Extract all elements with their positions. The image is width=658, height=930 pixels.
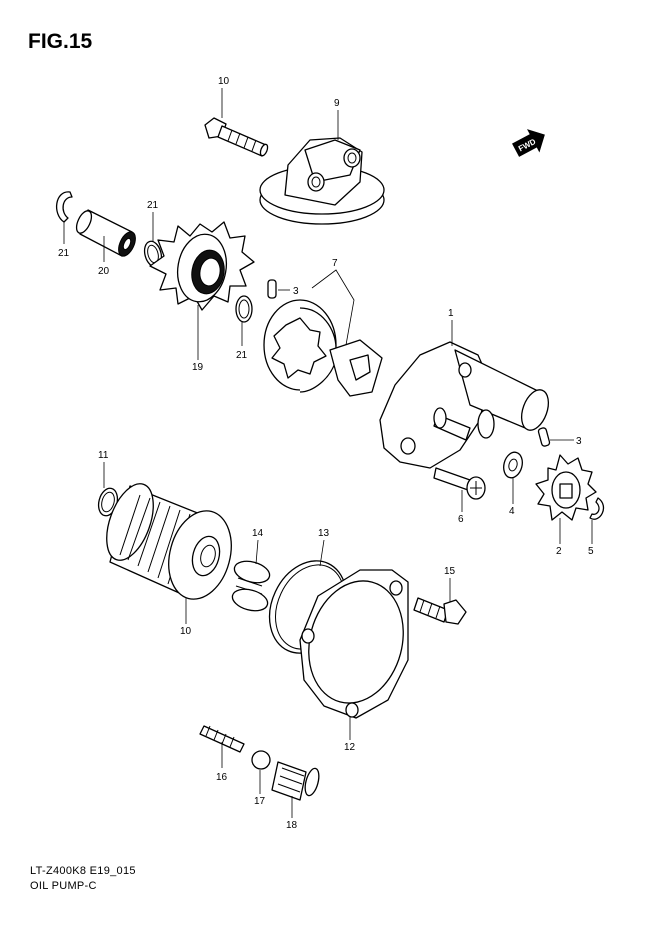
- callout-10: 10: [180, 626, 192, 637]
- callout-18: 18: [286, 820, 298, 831]
- part-7-rotor-set: [263, 299, 383, 397]
- callout-21-c: 21: [236, 350, 248, 361]
- callout-21-b: 21: [147, 200, 159, 211]
- model-code: LT-Z400K8 E19_015: [30, 865, 136, 877]
- callout-3-a: 3: [293, 286, 299, 297]
- part-16-spring: [199, 725, 245, 753]
- callout-21-a: 21: [58, 248, 70, 259]
- fwd-arrow-icon: FWD: [512, 129, 545, 157]
- callout-15: 15: [444, 566, 456, 577]
- part-17-ball: [251, 750, 271, 770]
- part-5-circlip: [589, 497, 605, 520]
- callout-9: 10: [218, 76, 230, 87]
- callout-19: 19: [192, 362, 204, 373]
- part-3-dowel-pin-a: [267, 279, 277, 299]
- part-1-pump-body: [379, 341, 550, 469]
- callout-11: 11: [98, 450, 109, 461]
- part-4-washer: [503, 451, 523, 479]
- callout-20: 20: [98, 266, 110, 277]
- part-21-circlip-a: [56, 191, 73, 223]
- part-6-screw: [433, 467, 486, 500]
- part-18-plug: [271, 761, 320, 801]
- callout-13: 13: [318, 528, 330, 539]
- callout-1: 1: [448, 308, 454, 319]
- callout-3-b: 3: [576, 436, 582, 447]
- part-2-small-gear: [535, 454, 597, 521]
- section-name: OIL PUMP-C: [30, 880, 97, 892]
- callout-8: 9: [334, 98, 340, 109]
- callout-17: 17: [254, 796, 266, 807]
- callout-12: 12: [344, 742, 356, 753]
- callout-6: 6: [458, 514, 464, 525]
- callout-16: 16: [216, 772, 228, 783]
- callout-2: 2: [556, 546, 562, 557]
- part-15-bolt: [413, 597, 467, 625]
- part-14-spring: [231, 560, 271, 612]
- part-3-dowel-pin-b: [537, 427, 551, 447]
- part-9-bolt: [204, 117, 269, 157]
- callout-5: 5: [588, 546, 594, 557]
- figure-title: FIG.15: [28, 30, 93, 53]
- part-20-shaft: [75, 209, 136, 257]
- callout-labels: 10 9 21 20 21 19 21 3 7 1 3 6 4: [58, 76, 594, 831]
- callout-4: 4: [509, 506, 515, 517]
- callout-14: 14: [252, 528, 264, 539]
- part-12-filter-cover: [299, 569, 409, 719]
- callout-7: 7: [332, 258, 338, 269]
- part-10-oil-filter: [106, 483, 232, 600]
- part-21-circlip-c: [235, 295, 253, 323]
- part-8-cover-cap: [259, 137, 385, 225]
- part-19-gear: [149, 221, 255, 311]
